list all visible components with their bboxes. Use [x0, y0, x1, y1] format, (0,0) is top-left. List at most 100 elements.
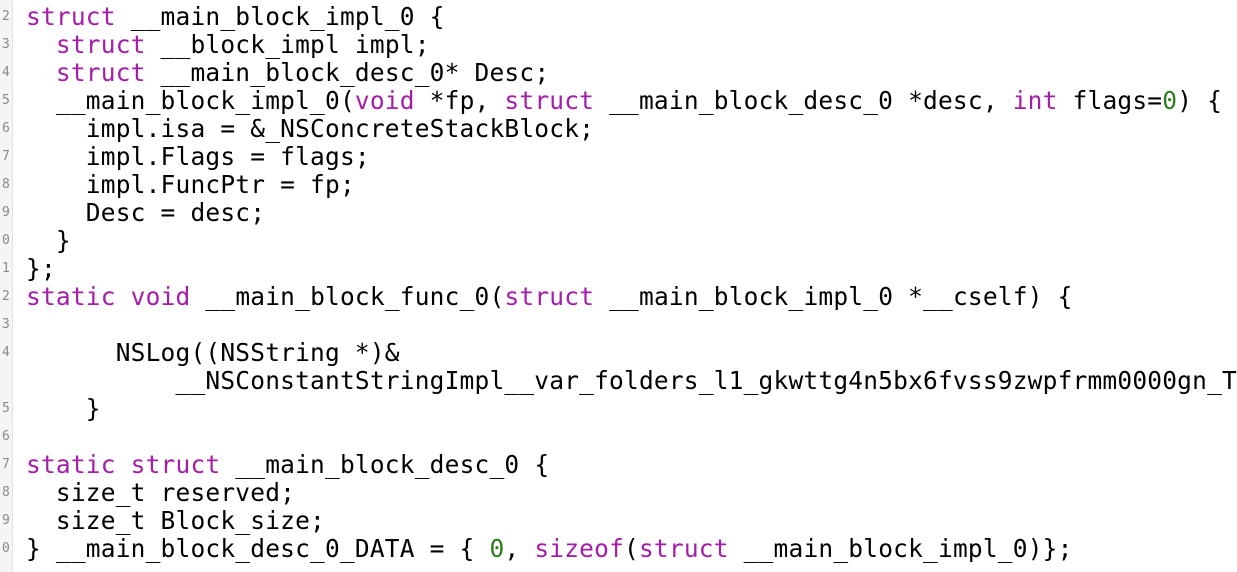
- line-number: 8: [1, 485, 10, 500]
- code-token: };: [26, 254, 56, 283]
- code-text: size_t Block_size;: [26, 507, 325, 535]
- code-text: }: [26, 227, 71, 255]
- line-number: 0: [1, 541, 10, 556]
- code-token: NSLog((NSString *)&: [26, 338, 400, 367]
- code-line[interactable]: 8 impl.FuncPtr = fp;: [0, 171, 1190, 199]
- code-line[interactable]: 7 impl.Flags = flags;: [0, 143, 1190, 171]
- code-line[interactable]: 0 }: [0, 227, 1190, 255]
- line-number: 6: [1, 429, 10, 444]
- code-line[interactable]: 9 Desc = desc;: [0, 199, 1190, 227]
- code-token: __main_block_desc_0 *desc,: [594, 86, 1013, 115]
- code-text: Desc = desc;: [26, 199, 265, 227]
- number-token: 0: [1162, 86, 1178, 115]
- line-number: 2: [1, 289, 10, 304]
- code-text: impl.isa = &_NSConcreteStackBlock;: [26, 115, 594, 143]
- code-text: struct __main_block_impl_0 {: [26, 3, 445, 31]
- line-number-gutter: [0, 0, 13, 572]
- code-token: Desc = desc;: [26, 198, 266, 227]
- code-token: __main_block_desc_0 {: [220, 450, 550, 479]
- code-text: struct __block_impl impl;: [26, 31, 430, 59]
- code-token: } __main_block_desc_0_DATA = {: [26, 534, 490, 563]
- keyword-token: static: [26, 282, 116, 311]
- keyword-token: struct: [638, 534, 729, 563]
- keyword-token: int: [1012, 86, 1058, 115]
- code-text: NSLog((NSString *)&: [26, 339, 400, 367]
- code-token: ) {: [1177, 86, 1223, 115]
- line-number: 3: [1, 317, 10, 332]
- line-number: 3: [1, 37, 10, 52]
- line-number: 6: [1, 121, 10, 136]
- code-line[interactable]: 5 __main_block_impl_0(void *fp, struct _…: [0, 87, 1222, 115]
- code-token: *fp,: [414, 86, 505, 115]
- code-line[interactable]: 6 impl.isa = &_NSConcreteStackBlock;: [0, 115, 1190, 143]
- code-line[interactable]: 4 struct __main_block_desc_0* Desc;: [0, 59, 1190, 87]
- code-token: __main_block_impl_0(: [26, 86, 355, 115]
- code-token: __main_block_impl_0)};: [728, 534, 1073, 563]
- code-line[interactable]: 2 static void __main_block_func_0(struct …: [0, 283, 1190, 311]
- keyword-token: struct: [26, 2, 116, 31]
- keyword-token: struct: [55, 30, 146, 59]
- keyword-token: void: [130, 282, 191, 311]
- line-number: 4: [1, 65, 10, 80]
- keyword-token: sizeof: [534, 534, 625, 563]
- code-line[interactable]: 8 size_t reserved;: [0, 479, 1190, 507]
- code-token: flags=: [1057, 86, 1163, 115]
- code-token: (: [624, 534, 639, 563]
- code-line[interactable]: __NSConstantStringImpl__var_folders_l1_g…: [0, 367, 1237, 395]
- line-number: 7: [1, 457, 10, 472]
- code-token: [26, 30, 56, 59]
- code-token: impl.FuncPtr = fp;: [26, 170, 355, 199]
- code-text: }: [26, 395, 101, 423]
- code-token: size_t reserved;: [26, 478, 296, 507]
- code-line[interactable]: 9 size_t Block_size;: [0, 507, 1190, 535]
- line-number: 4: [1, 345, 10, 360]
- code-token: size_t Block_size;: [26, 506, 326, 535]
- code-token: __main_block_desc_0* Desc;: [145, 58, 550, 87]
- code-line[interactable]: 7 static struct __main_block_desc_0 {: [0, 451, 1190, 479]
- code-line[interactable]: 0 } __main_block_desc_0_DATA = { 0, sizeo…: [0, 535, 1190, 563]
- code-token: __block_impl impl;: [145, 30, 430, 59]
- code-token: __main_block_impl_0 {: [115, 2, 445, 31]
- code-token: ,: [504, 534, 535, 563]
- keyword-token: struct: [504, 282, 595, 311]
- code-token: [116, 450, 131, 479]
- keyword-token: struct: [504, 86, 595, 115]
- code-text: impl.FuncPtr = fp;: [26, 171, 355, 199]
- code-token: }: [26, 394, 101, 423]
- code-token: }: [26, 226, 71, 255]
- keyword-token: static: [26, 450, 116, 479]
- code-text: __main_block_impl_0(void *fp, struct __m…: [26, 87, 1222, 115]
- line-number: 0: [1, 233, 10, 248]
- line-number: 8: [1, 177, 10, 192]
- code-line[interactable]: 3: [0, 311, 1190, 339]
- code-token: [26, 58, 56, 87]
- keyword-token: struct: [130, 450, 221, 479]
- code-text: static void __main_block_func_0(struct _…: [26, 283, 1073, 311]
- code-token: __NSConstantStringImpl__var_folders_l1_g…: [26, 366, 1237, 395]
- code-token: impl.Flags = flags;: [26, 142, 370, 171]
- code-line[interactable]: 1};: [0, 255, 1190, 283]
- code-text: } __main_block_desc_0_DATA = { 0, sizeof…: [26, 535, 1073, 563]
- code-text: };: [26, 255, 56, 283]
- keyword-token: void: [354, 86, 415, 115]
- line-number: 5: [1, 93, 10, 108]
- code-text: struct __main_block_desc_0* Desc;: [26, 59, 549, 87]
- keyword-token: struct: [55, 58, 146, 87]
- code-text: __NSConstantStringImpl__var_folders_l1_g…: [26, 367, 1237, 395]
- code-line[interactable]: 2 struct __main_block_impl_0 {: [0, 3, 1190, 31]
- code-line[interactable]: 5 }: [0, 395, 1190, 423]
- code-line[interactable]: 3 struct __block_impl impl;: [0, 31, 1190, 59]
- code-token: __main_block_impl_0 *__cself) {: [594, 282, 1073, 311]
- code-token: [116, 282, 131, 311]
- line-number: 9: [1, 205, 10, 220]
- line-number: 2: [1, 9, 10, 24]
- line-number: 7: [1, 149, 10, 164]
- code-line[interactable]: 4 NSLog((NSString *)&: [0, 339, 1190, 367]
- line-number: 1: [1, 261, 10, 276]
- code-text: static struct __main_block_desc_0 {: [26, 451, 549, 479]
- code-text: size_t reserved;: [26, 479, 295, 507]
- code-line[interactable]: 6: [0, 423, 1190, 451]
- line-number: 5: [1, 401, 10, 416]
- line-number: 9: [1, 513, 10, 528]
